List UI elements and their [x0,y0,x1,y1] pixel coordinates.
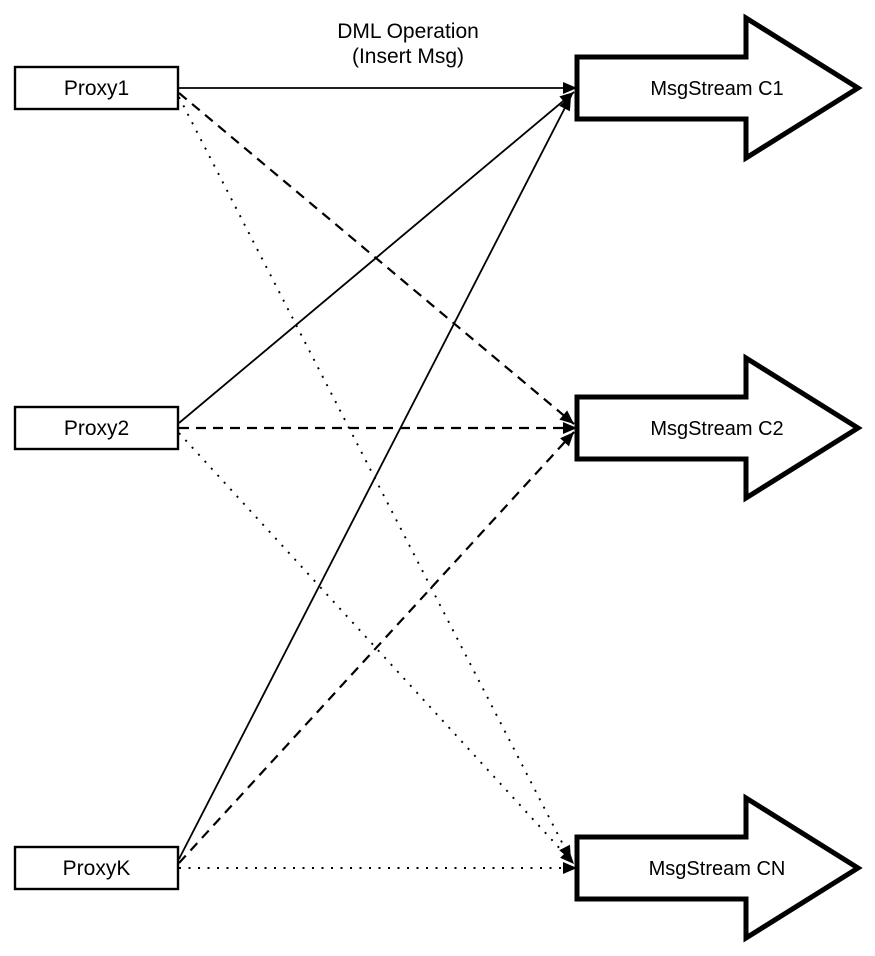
edge-proxy2-c1-solid [178,91,575,424]
proxy-box-proxy2 [13,405,180,451]
stream-arrow-cn [574,793,863,943]
proxy-label-proxy2: Proxy2 [64,417,129,440]
proxy-box-proxyk [13,845,180,891]
proxy-label-proxyk: ProxyK [63,857,131,880]
stream-label-c1: MsgStream C1 [650,78,783,100]
stream-arrow-c1 [574,13,863,163]
stream-arrow-c2 [574,353,863,503]
stream-label-c2: MsgStream C2 [650,418,783,440]
edge-proxyk-c1-solid [178,95,572,860]
proxy-box-proxy1 [13,65,180,111]
proxy-label-proxy1: Proxy1 [64,77,129,100]
edge-proxyk-c2-dashed [178,431,575,864]
stream-label-cn: MsgStream CN [649,858,786,880]
